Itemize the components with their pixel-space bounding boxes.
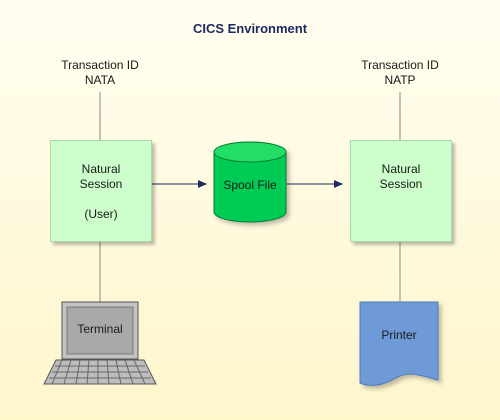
right-session-line2: Session <box>379 177 423 191</box>
left-session-line2: Session <box>79 177 123 191</box>
right-session-line1: Natural <box>381 162 421 176</box>
spool-file-label: Spool File <box>223 178 277 192</box>
right-transaction-label: Transaction ID NATP <box>340 58 460 88</box>
diagram-title: CICS Environment <box>192 21 308 36</box>
spool-file-cylinder <box>213 141 287 223</box>
terminal-label: Terminal <box>77 322 123 336</box>
right-natural-session-box: Natural Session <box>350 140 452 242</box>
right-transaction-id: NATP <box>384 73 416 87</box>
left-session-line1: Natural <box>81 162 121 176</box>
printer-label: Printer <box>381 328 417 342</box>
left-natural-session-box: Natural Session (User) <box>50 140 152 242</box>
left-transaction-label: Transaction ID NATA <box>40 58 160 88</box>
printer-icon <box>359 301 439 386</box>
left-transaction-id: NATA <box>84 73 116 87</box>
terminal-icon <box>43 301 157 385</box>
right-transaction-caption: Transaction ID <box>361 58 439 72</box>
left-session-line3: (User) <box>84 207 118 221</box>
left-transaction-caption: Transaction ID <box>61 58 139 72</box>
